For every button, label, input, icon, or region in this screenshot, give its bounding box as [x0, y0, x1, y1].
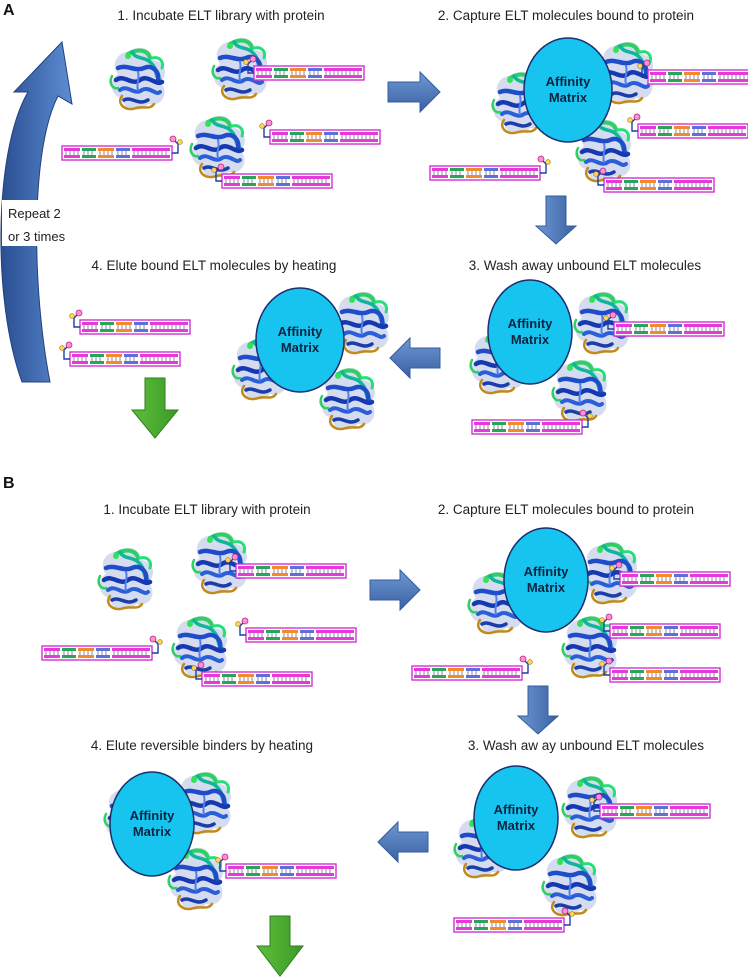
elt-molecule-icon [70, 310, 190, 334]
panel-b-step-2-label: 2. Capture ELT molecules bound to protei… [438, 502, 694, 517]
affinity-matrix-label-line-2: Matrix [549, 90, 588, 105]
elt-molecule-icon [62, 136, 182, 160]
affinity-matrix-label-line-2: Matrix [527, 580, 566, 595]
panel-a-letter: A [3, 2, 15, 19]
repeat-label-line-2: or 3 times [8, 229, 66, 244]
protein-icon [563, 616, 617, 678]
panel-a-step-1-scene [62, 38, 380, 188]
output-arrow [255, 915, 305, 977]
elt-molecule-icon [600, 658, 720, 682]
panel-a-step-4-scene: Affinity Matrix [60, 287, 389, 430]
panel-b-step-4-scene: Affinity Matrix [105, 772, 336, 910]
flow-arrow-down [516, 685, 560, 735]
protein-icon [191, 116, 245, 178]
flow-arrow-left [389, 336, 441, 380]
panel-a-step-3-scene: Affinity Matrix [471, 279, 724, 434]
affinity-matrix [109, 771, 195, 877]
affinity-matrix-label-line-1: Affinity [546, 74, 592, 89]
protein-icon [99, 548, 153, 610]
affinity-matrix-label-line-1: Affinity [524, 564, 570, 579]
affinity-matrix-label-line-2: Matrix [497, 818, 536, 833]
panel-a-step-1-label: 1. Incubate ELT library with protein [117, 8, 324, 23]
affinity-matrix-label-line-1: Affinity [508, 316, 554, 331]
panel-a-step-4-label: 4. Elute bound ELT molecules by heating [92, 258, 337, 273]
elt-molecule-icon [430, 156, 550, 180]
affinity-matrix-label-line-2: Matrix [133, 824, 172, 839]
affinity-matrix-label-line-2: Matrix [281, 340, 320, 355]
affinity-matrix-label-line-1: Affinity [130, 808, 176, 823]
elt-molecule-icon [60, 342, 180, 366]
elt-molecule-icon [454, 908, 574, 932]
protein-icon [173, 616, 227, 678]
protein-icon [193, 532, 247, 594]
panel-b-step-3-scene: Affinity Matrix [454, 765, 710, 932]
panel-b-letter: B [3, 475, 15, 492]
repeat-label-backdrop [2, 200, 78, 246]
panel-b-step-4-label: 4. Elute reversible binders by heating [91, 738, 313, 753]
elt-molecule-icon [216, 854, 336, 878]
panel-a-step-2-scene: Affinity Matrix [430, 37, 748, 192]
flow-arrow-right [369, 568, 421, 612]
elt-molecule-icon [412, 656, 532, 680]
flow-arrow-right [387, 70, 441, 114]
affinity-matrix [523, 37, 613, 143]
elt-molecule-icon [236, 618, 356, 642]
panel-b-step-1-scene [42, 532, 356, 686]
affinity-matrix [503, 527, 589, 633]
elt-molecule-icon [638, 60, 748, 84]
panel-b-step-2-scene: Affinity Matrix [412, 527, 730, 682]
affinity-matrix [473, 765, 559, 871]
affinity-matrix-label-line-1: Affinity [278, 324, 324, 339]
protein-icon [111, 48, 165, 110]
flow-arrow-left [377, 820, 429, 864]
output-arrow [130, 377, 180, 439]
panel-a-step-2-label: 2. Capture ELT molecules bound to protei… [438, 8, 694, 23]
affinity-matrix-label-line-1: Affinity [494, 802, 540, 817]
elt-molecule-icon [260, 120, 380, 144]
elt-molecule-icon [600, 614, 720, 638]
flow-arrow-down [534, 195, 578, 245]
panel-b-step-3-label: 3. Wash aw ay unbound ELT molecules [468, 738, 704, 753]
repeat-label-line-1: Repeat 2 [8, 206, 61, 221]
elt-molecule-icon [628, 114, 748, 138]
panel-a-step-3-label: 3. Wash away unbound ELT molecules [469, 258, 702, 273]
affinity-matrix-label-line-2: Matrix [511, 332, 550, 347]
affinity-matrix [487, 279, 573, 385]
panel-b-step-1-label: 1. Incubate ELT library with protein [103, 502, 310, 517]
affinity-matrix [255, 287, 345, 393]
protein-icon [543, 854, 597, 916]
elt-molecule-icon [42, 636, 162, 660]
